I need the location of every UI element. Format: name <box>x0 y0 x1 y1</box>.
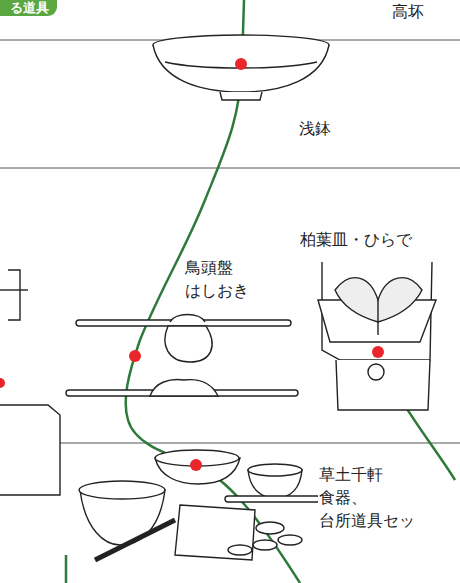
item-label: 鳥頭盤 <box>184 258 234 278</box>
item-label: 高坏 <box>391 2 425 22</box>
item-label: 台所道具セッ <box>318 511 416 531</box>
section-badge: る道具 <box>0 0 57 16</box>
badge-text: る道具 <box>0 0 57 16</box>
item-label: 柏葉皿・ひらで <box>299 230 413 250</box>
item-label: 浅鉢 <box>298 119 332 139</box>
item-label: 草土千軒 <box>318 465 384 485</box>
item-label: 食器、 <box>318 488 368 508</box>
item-label: はしおき <box>184 281 250 301</box>
